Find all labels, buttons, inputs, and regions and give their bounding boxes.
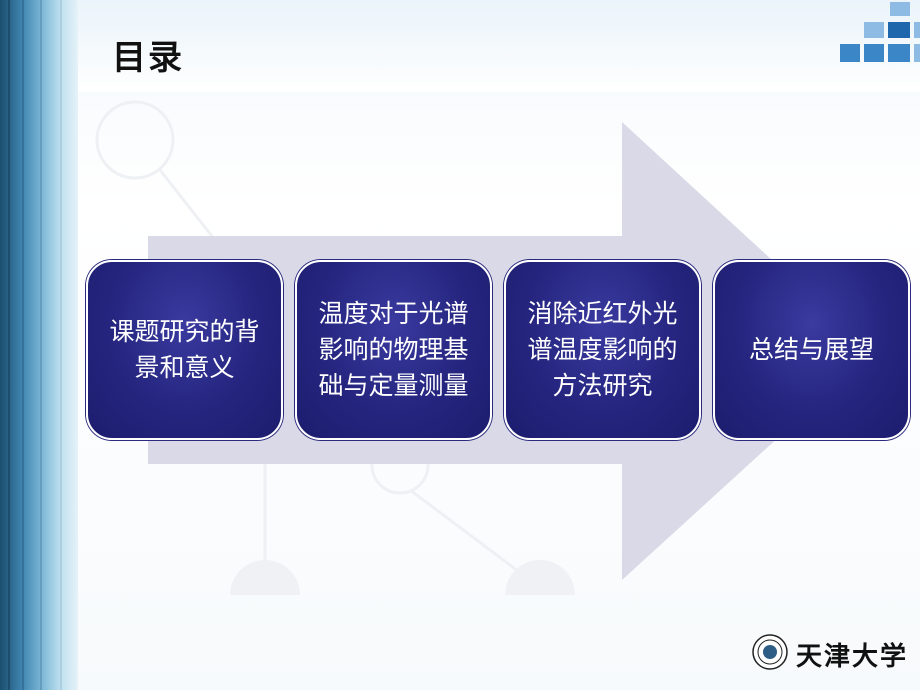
step-card-3[interactable]: 消除近红外光谱温度影响的方法研究 bbox=[504, 260, 701, 440]
step-card-2-label: 温度对于光谱影响的物理基础与定量测量 bbox=[318, 299, 469, 400]
step-card-1[interactable]: 课题研究的背景和意义 bbox=[86, 260, 283, 440]
university-name: 天津大学 bbox=[796, 642, 909, 672]
step-card-3-label: 消除近红外光谱温度影响的方法研究 bbox=[527, 299, 678, 400]
corner-squares-decoration bbox=[840, 0, 920, 70]
step-card-4[interactable]: 总结与展望 bbox=[713, 260, 910, 440]
step-card-2[interactable]: 温度对于光谱影响的物理基础与定量测量 bbox=[295, 260, 492, 440]
step-card-4-label: 总结与展望 bbox=[748, 335, 874, 364]
step-card-1-label: 课题研究的背景和意义 bbox=[109, 317, 260, 382]
university-seal-icon bbox=[752, 634, 788, 670]
left-decorative-bar bbox=[0, 0, 78, 690]
slide-title: 目录 bbox=[112, 38, 184, 78]
header-band bbox=[78, 0, 920, 92]
